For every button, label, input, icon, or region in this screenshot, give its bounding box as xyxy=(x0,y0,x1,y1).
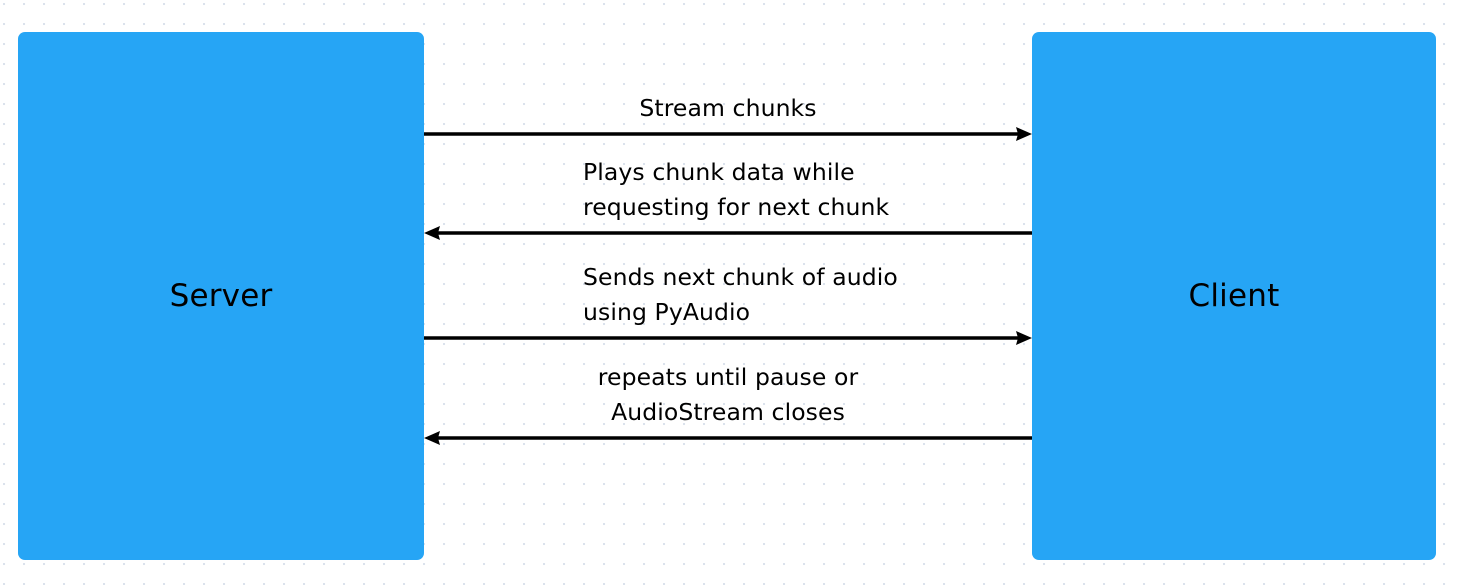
participant-label-server: Server xyxy=(169,277,273,314)
message-label-3: Sends next chunk of audio using PyAudio xyxy=(583,263,898,326)
message-arrow-left-4[interactable] xyxy=(424,429,1032,447)
participant-box-server[interactable]: Server xyxy=(18,32,424,560)
participant-box-client[interactable]: Client xyxy=(1032,32,1436,560)
participant-label-client: Client xyxy=(1188,277,1280,314)
message-label-1: Stream chunks xyxy=(639,94,817,122)
message-arrow-right-1[interactable] xyxy=(424,125,1032,143)
message-label-2: Plays chunk data while requesting for ne… xyxy=(583,158,890,221)
message-label-4: repeats until pause or AudioStream close… xyxy=(597,363,859,426)
message-arrow-right-3[interactable] xyxy=(424,329,1032,347)
message-arrow-left-2[interactable] xyxy=(424,224,1032,242)
